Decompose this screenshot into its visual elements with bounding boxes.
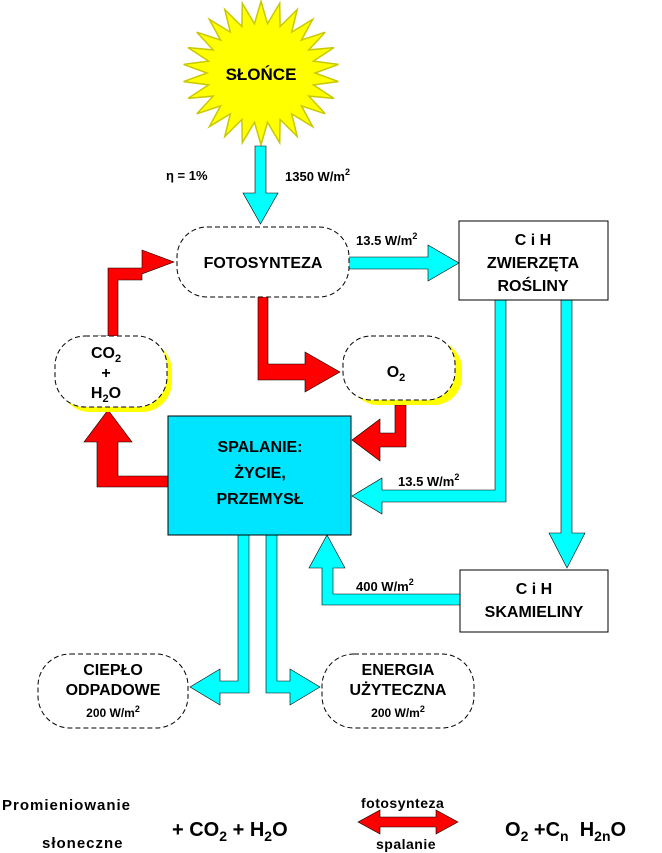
photo-to-oxygen-arrow	[257, 295, 341, 393]
co2-to-photo-arrow	[97, 249, 175, 337]
solar-radiation-line2: słoneczne	[42, 835, 124, 852]
equation-products: O2 +Cn H2nO	[505, 819, 626, 844]
solar-input-label: 1350 W/m2	[285, 167, 350, 184]
useful-energy-line1: ENERGIA	[362, 662, 435, 679]
biomass-line2: ZWIERZĘTA	[487, 255, 580, 272]
co2-h2o-node	[54, 335, 168, 408]
biomass-to-fossil-arrow	[548, 299, 586, 569]
oxygen-label: O2	[387, 364, 406, 384]
biomass-to-combustion-arrow	[351, 299, 507, 515]
useful-energy-line2: UŻYTECZNA	[350, 681, 447, 699]
fossil-to-combustion-label: 400 W/m2	[356, 577, 414, 594]
sun-label: SŁOŃCE	[226, 65, 297, 84]
photo-output-label: 13.5 W/m2	[356, 231, 417, 248]
waste-heat-line1: CIEPŁO	[83, 662, 143, 679]
solar-input-arrow	[242, 145, 279, 225]
oxygen-node	[342, 335, 456, 401]
combustion-line3: PRZEMYSŁ	[216, 491, 303, 508]
combustion-node	[167, 415, 352, 536]
useful-energy-value: 200 W/m2	[371, 704, 425, 720]
combustion-line2: ŻYCIE,	[234, 464, 286, 482]
fossil-line1: C i H	[516, 581, 552, 598]
biomass-line1: C i H	[515, 232, 551, 249]
waste-heat-node	[37, 653, 189, 729]
waste-heat-value: 200 W/m2	[86, 704, 140, 720]
equation-reactants: + CO2 + H2O	[172, 819, 288, 844]
useful-energy-node	[321, 653, 475, 729]
co2-label: CO2	[91, 345, 121, 365]
sun-icon	[183, 0, 339, 148]
solar-radiation-line1: Promieniowanie	[2, 797, 131, 814]
arrow-label-combustion: spalanie	[376, 836, 436, 852]
co2-plus: +	[101, 365, 110, 382]
fossil-node	[459, 569, 609, 633]
efficiency-label: η = 1%	[166, 168, 208, 183]
h2o-label: H2O	[91, 385, 121, 405]
cyan-flows	[189, 145, 586, 706]
double-arrow-icon	[357, 809, 459, 835]
combustion-to-energy-arrow	[265, 534, 321, 706]
biomass-node	[458, 220, 609, 301]
fossil-line2: SKAMIELINY	[485, 604, 584, 621]
biomass-to-combustion-label: 13.5 W/m2	[398, 472, 459, 489]
combustion-to-co2-arrow	[83, 409, 169, 488]
arrow-label-photosynthesis: fotosynteza	[361, 795, 444, 811]
waste-heat-line2: ODPADOWE	[66, 682, 161, 699]
photosynthesis-node	[176, 226, 350, 298]
oxygen-to-combustion-arrow	[351, 404, 407, 462]
photosynthesis-label: FOTOSYNTEZA	[204, 255, 323, 272]
red-flows	[83, 249, 407, 488]
combustion-to-heat-arrow	[189, 534, 250, 706]
biomass-line3: ROŚLINY	[497, 276, 568, 295]
photo-to-biomass-arrow	[346, 244, 460, 282]
fossil-to-combustion-arrow	[308, 534, 461, 606]
combustion-line1: SPALANIE:	[217, 439, 302, 456]
